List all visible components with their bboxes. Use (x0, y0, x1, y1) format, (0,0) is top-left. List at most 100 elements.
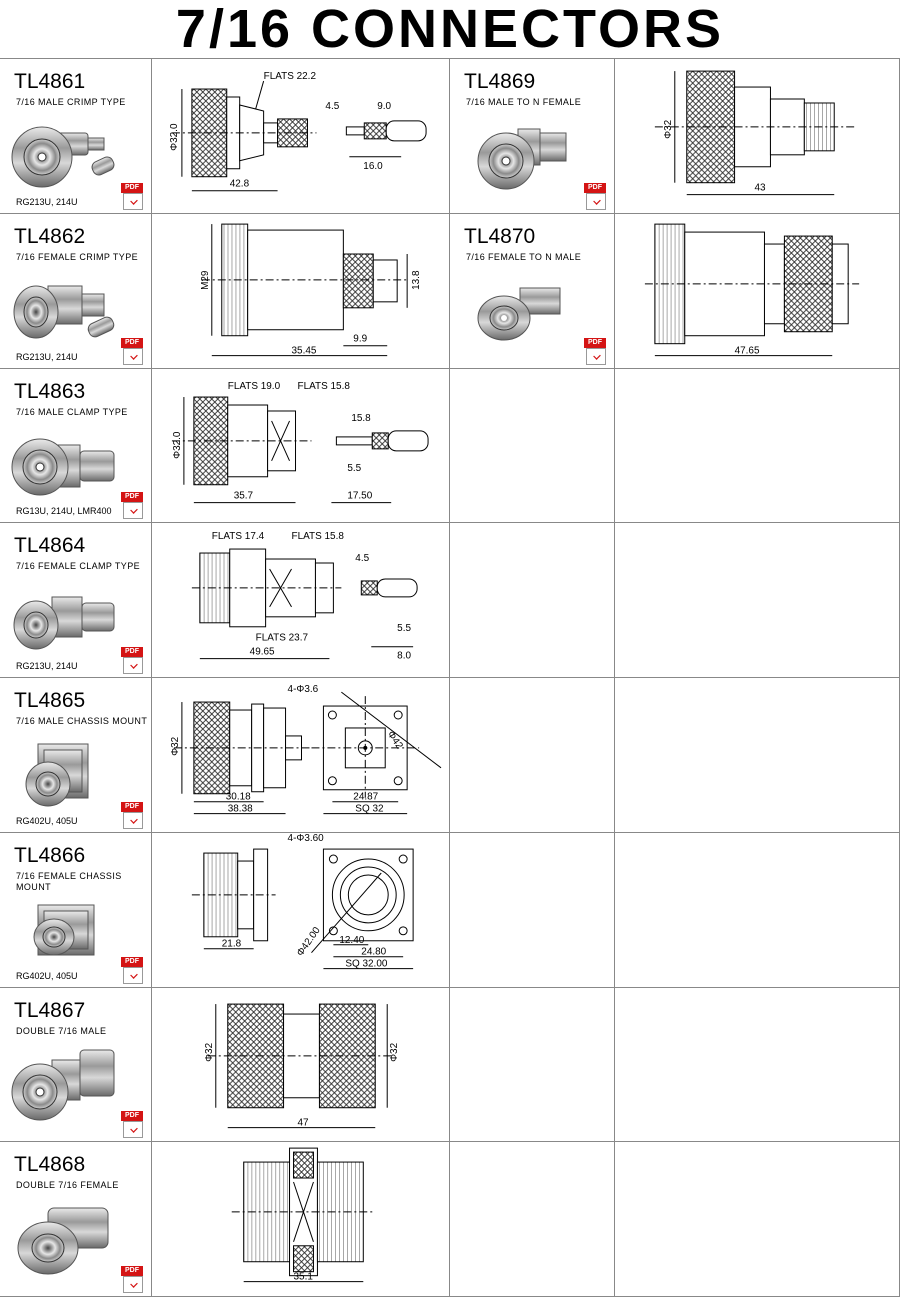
product-photo (11, 438, 115, 495)
dim-length-1: 30.18 (226, 792, 251, 803)
product-description: 7/16 MALE CRIMP TYPE (16, 97, 126, 107)
product-code: TL4866 (14, 843, 86, 867)
product-code: TL4870 (464, 224, 536, 248)
empty-cell (615, 368, 900, 524)
empty-cell (615, 987, 900, 1143)
cable-types: RG402U, 405U (16, 970, 78, 981)
product-photo (17, 1207, 109, 1275)
dim-diagonal: Φ42.00 (295, 925, 323, 959)
dim-a: 12.40 (339, 935, 364, 946)
product-description: 7/16 FEMALE TO N MALE (466, 251, 582, 262)
empty-cell (450, 368, 615, 524)
page-title: 7/16 CONNECTORS (175, 0, 725, 59)
drawing-cell-tl4863: Φ32.0 FLATS 19.0 FLATS 15.8 35.7 15.8 5.… (152, 368, 450, 524)
pdf-download-icon[interactable]: PDF (121, 182, 145, 210)
dim-length: 49.65 (250, 647, 275, 658)
product-description: DOUBLE 7/16 FEMALE (16, 1180, 119, 1191)
product-photo (477, 128, 567, 190)
pdf-download-icon[interactable]: PDF (121, 801, 145, 829)
dim-flats-2: FLATS 15.8 (292, 531, 345, 542)
product-photo (25, 743, 89, 807)
technical-drawing: M29 13.8 9.9 35.45 (200, 223, 422, 356)
empty-cell (450, 678, 615, 833)
empty-cell (615, 1142, 900, 1297)
product-code: TL4869 (464, 70, 536, 93)
pdf-label: PDF (121, 647, 143, 657)
pdf-label: PDF (121, 956, 143, 967)
empty-cell (450, 987, 615, 1143)
dim-flats-1: FLATS 19.0 (228, 381, 281, 392)
dim-a: 4.5 (325, 101, 339, 112)
technical-drawing: FLATS 17.4 FLATS 15.8 FLATS 23.7 49.65 4… (191, 531, 418, 662)
pdf-download-icon[interactable]: PDF (121, 1111, 145, 1139)
drawing-cell-tl4867: Φ32 Φ32 47 (152, 987, 450, 1143)
technical-drawing: 47.65 (644, 223, 860, 356)
dim-flats: FLATS 22.2 (264, 71, 317, 82)
drawing-cell-tl4869: Φ32 43 (615, 59, 900, 214)
dim-c: 17.50 (347, 490, 372, 501)
technical-drawing: Φ32 Φ32 47 (204, 1003, 400, 1128)
dim-flats-2: FLATS 15.8 (298, 381, 351, 392)
pdf-download-icon[interactable]: PDF (121, 647, 145, 674)
technical-drawing: Φ32 43 (654, 70, 855, 196)
pdf-label: PDF (121, 801, 143, 812)
cable-types: RG13U, 214U, LMR400 (16, 506, 112, 517)
product-cell-tl4862: TL4862 7/16 FEMALE CRIMP TYPE RG213U, 21… (0, 213, 152, 369)
dim-holes: 4-Φ3.6 (288, 684, 319, 695)
technical-drawing: 21.8 4-Φ3.60 Φ42.00 12.40 24.80 SQ 32.00 (191, 833, 414, 969)
product-code: TL4867 (14, 998, 86, 1022)
product-code: TL4865 (14, 689, 86, 712)
pdf-label: PDF (121, 1111, 143, 1122)
dim-diameter: Φ32.0 (169, 123, 180, 151)
product-cell-tl4864: TL4864 7/16 FEMALE CLAMP TYPE RG213U, 21… (0, 523, 152, 678)
dim-diameter-right: Φ32 (389, 1042, 400, 1061)
dim-length: 47 (298, 1117, 310, 1128)
dim-b: 24.80 (361, 946, 386, 957)
drawing-cell-tl4868: 35.1 (152, 1142, 450, 1297)
dim-length-2: 38.38 (228, 804, 253, 815)
pdf-label: PDF (584, 182, 606, 193)
dim-flats-1: FLATS 17.4 (212, 531, 265, 542)
catalog-grid: TL4861 7/16 MALE CRIMP TYPE RG213U, 214U… (0, 58, 900, 1297)
dim-height: 13.8 (411, 270, 422, 290)
pdf-download-icon[interactable]: PDF (121, 492, 145, 520)
dim-diameter-left: Φ32 (204, 1042, 215, 1061)
dim-diameter: Φ32.0 (172, 431, 183, 459)
product-cell-tl4863: TL4863 7/16 MALE CLAMP TYPE RG13U, 214U,… (0, 368, 152, 524)
dim-a: 9.9 (353, 333, 367, 344)
product-cell-tl4867: TL4867 DOUBLE 7/16 MALE PDF (0, 987, 152, 1143)
product-description: DOUBLE 7/16 MALE (16, 1025, 107, 1036)
product-code: TL4868 (14, 1153, 86, 1177)
dim-length: 35.1 (294, 1272, 314, 1283)
cable-types: RG213U, 214U (16, 196, 78, 207)
product-photo (13, 596, 115, 650)
pdf-label: PDF (121, 182, 143, 193)
empty-cell (450, 832, 615, 988)
pdf-label: PDF (121, 1266, 143, 1276)
dim-a: 4.5 (355, 553, 369, 564)
pdf-download-icon[interactable]: PDF (121, 1266, 145, 1293)
product-code: TL4862 (14, 224, 86, 248)
drawing-cell-tl4862: M29 13.8 9.9 35.45 (152, 213, 450, 369)
dim-width: 24.87 (353, 792, 378, 803)
empty-cell (615, 832, 900, 988)
dim-flats-3: FLATS 23.7 (256, 633, 309, 644)
cable-types: RG402U, 405U (16, 815, 78, 826)
technical-drawing: Φ32.0 FLATS 19.0 FLATS 15.8 35.7 15.8 5.… (172, 381, 429, 503)
pdf-download-icon[interactable]: PDF (121, 956, 145, 984)
dim-b: 5.5 (347, 462, 361, 473)
dim-length: 47.65 (735, 345, 760, 356)
pdf-download-icon[interactable]: PDF (584, 337, 608, 365)
drawing-cell-tl4861: Φ32.0 42.8 FLATS 22.2 4.5 9.0 16.0 (152, 59, 450, 214)
product-photo (477, 287, 561, 341)
product-cell-tl4870: TL4870 7/16 FEMALE TO N MALE PDF (450, 213, 615, 369)
pdf-download-icon[interactable]: PDF (584, 182, 608, 210)
dim-length: 21.8 (222, 939, 242, 950)
empty-cell (450, 523, 615, 678)
dim-holes: 4-Φ3.60 (288, 833, 325, 844)
dim-diameter: Φ32 (663, 119, 674, 138)
dim-length: 35.45 (292, 345, 317, 356)
cable-types: RG213U, 214U (16, 661, 78, 671)
pdf-download-icon[interactable]: PDF (121, 337, 145, 365)
product-code: TL4861 (14, 70, 86, 93)
